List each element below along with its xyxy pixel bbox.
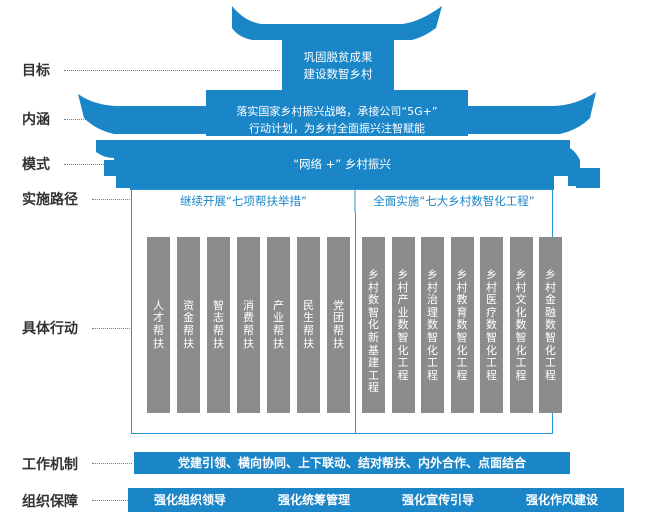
guarantee-bar: 强化组织领导 强化统筹管理 强化宣传引导 强化作风建设 <box>128 488 624 512</box>
left-action-bar-7: 党团帮扶 <box>327 237 350 413</box>
right-action-bar-4: 乡村教育数智化工程 <box>450 237 474 413</box>
right-action-bar-7: 乡村金融数智化工程 <box>539 237 562 413</box>
label-actions: 具体行动 <box>22 321 78 337</box>
leader-goal <box>64 70 280 71</box>
goal-line-2: 建设数智乡村 <box>303 67 373 81</box>
label-model: 模式 <box>22 157 50 173</box>
leader-guarantee <box>92 500 128 501</box>
connotation-line-1: 落实国家乡村振兴战略，承接公司“5G+” <box>236 105 438 118</box>
left-action-bar-4: 消费帮扶 <box>237 237 260 413</box>
left-action-bar-6: 民生帮扶 <box>297 237 320 413</box>
right-action-bar-5: 乡村医疗数智化工程 <box>480 237 503 413</box>
mechanism-bar: 党建引领、横向协同、上下联动、结对帮扶、内外合作、点面结合 <box>134 452 570 474</box>
leader-path <box>92 199 130 200</box>
left-action-bar-1: 人才帮扶 <box>147 237 170 413</box>
goal-text: 巩固脱贫成果 建设数智乡村 <box>282 49 394 83</box>
model-text: “网络 +” 乡村振兴 <box>293 157 391 171</box>
label-path: 实施路径 <box>22 192 78 208</box>
label-guarantee: 组织保障 <box>22 494 78 510</box>
connotation-line-2: 行动计划，为乡村全面振兴注智赋能 <box>249 122 425 135</box>
label-mechanism: 工作机制 <box>22 457 78 473</box>
path-left-title: 继续开展“七项帮扶举措” <box>180 194 307 208</box>
leader-mechanism <box>92 463 132 464</box>
guarantee-item-4: 强化作风建设 <box>525 493 598 507</box>
left-action-bar-3: 智志帮扶 <box>207 237 230 413</box>
label-connotation: 内涵 <box>22 112 50 128</box>
leader-actions <box>92 328 132 329</box>
label-goal: 目标 <box>22 63 50 79</box>
connotation-text: 落实国家乡村振兴战略，承接公司“5G+” 行动计划，为乡村全面振兴注智赋能 <box>206 103 468 137</box>
guarantee-item-1: 强化组织领导 <box>153 493 226 507</box>
left-action-bar-2: 资金帮扶 <box>177 237 200 413</box>
guarantee-item-2: 强化统筹管理 <box>277 493 350 507</box>
right-action-bar-1: 乡村数智化新基建工程 <box>362 237 385 413</box>
right-action-bar-6: 乡村文化数智化工程 <box>509 237 533 413</box>
right-action-bar-3: 乡村治理数智化工程 <box>421 237 444 413</box>
right-action-bar-2: 乡村产业数智化工程 <box>391 237 415 413</box>
path-right-title: 全面实施“七大乡村数智化工程” <box>373 194 535 208</box>
guarantee-item-3: 强化宣传引导 <box>401 493 474 507</box>
goal-line-1: 巩固脱贫成果 <box>303 50 373 64</box>
pavilion-roof <box>78 6 600 215</box>
leader-model <box>64 164 130 165</box>
left-action-bar-5: 产业帮扶 <box>267 237 290 413</box>
